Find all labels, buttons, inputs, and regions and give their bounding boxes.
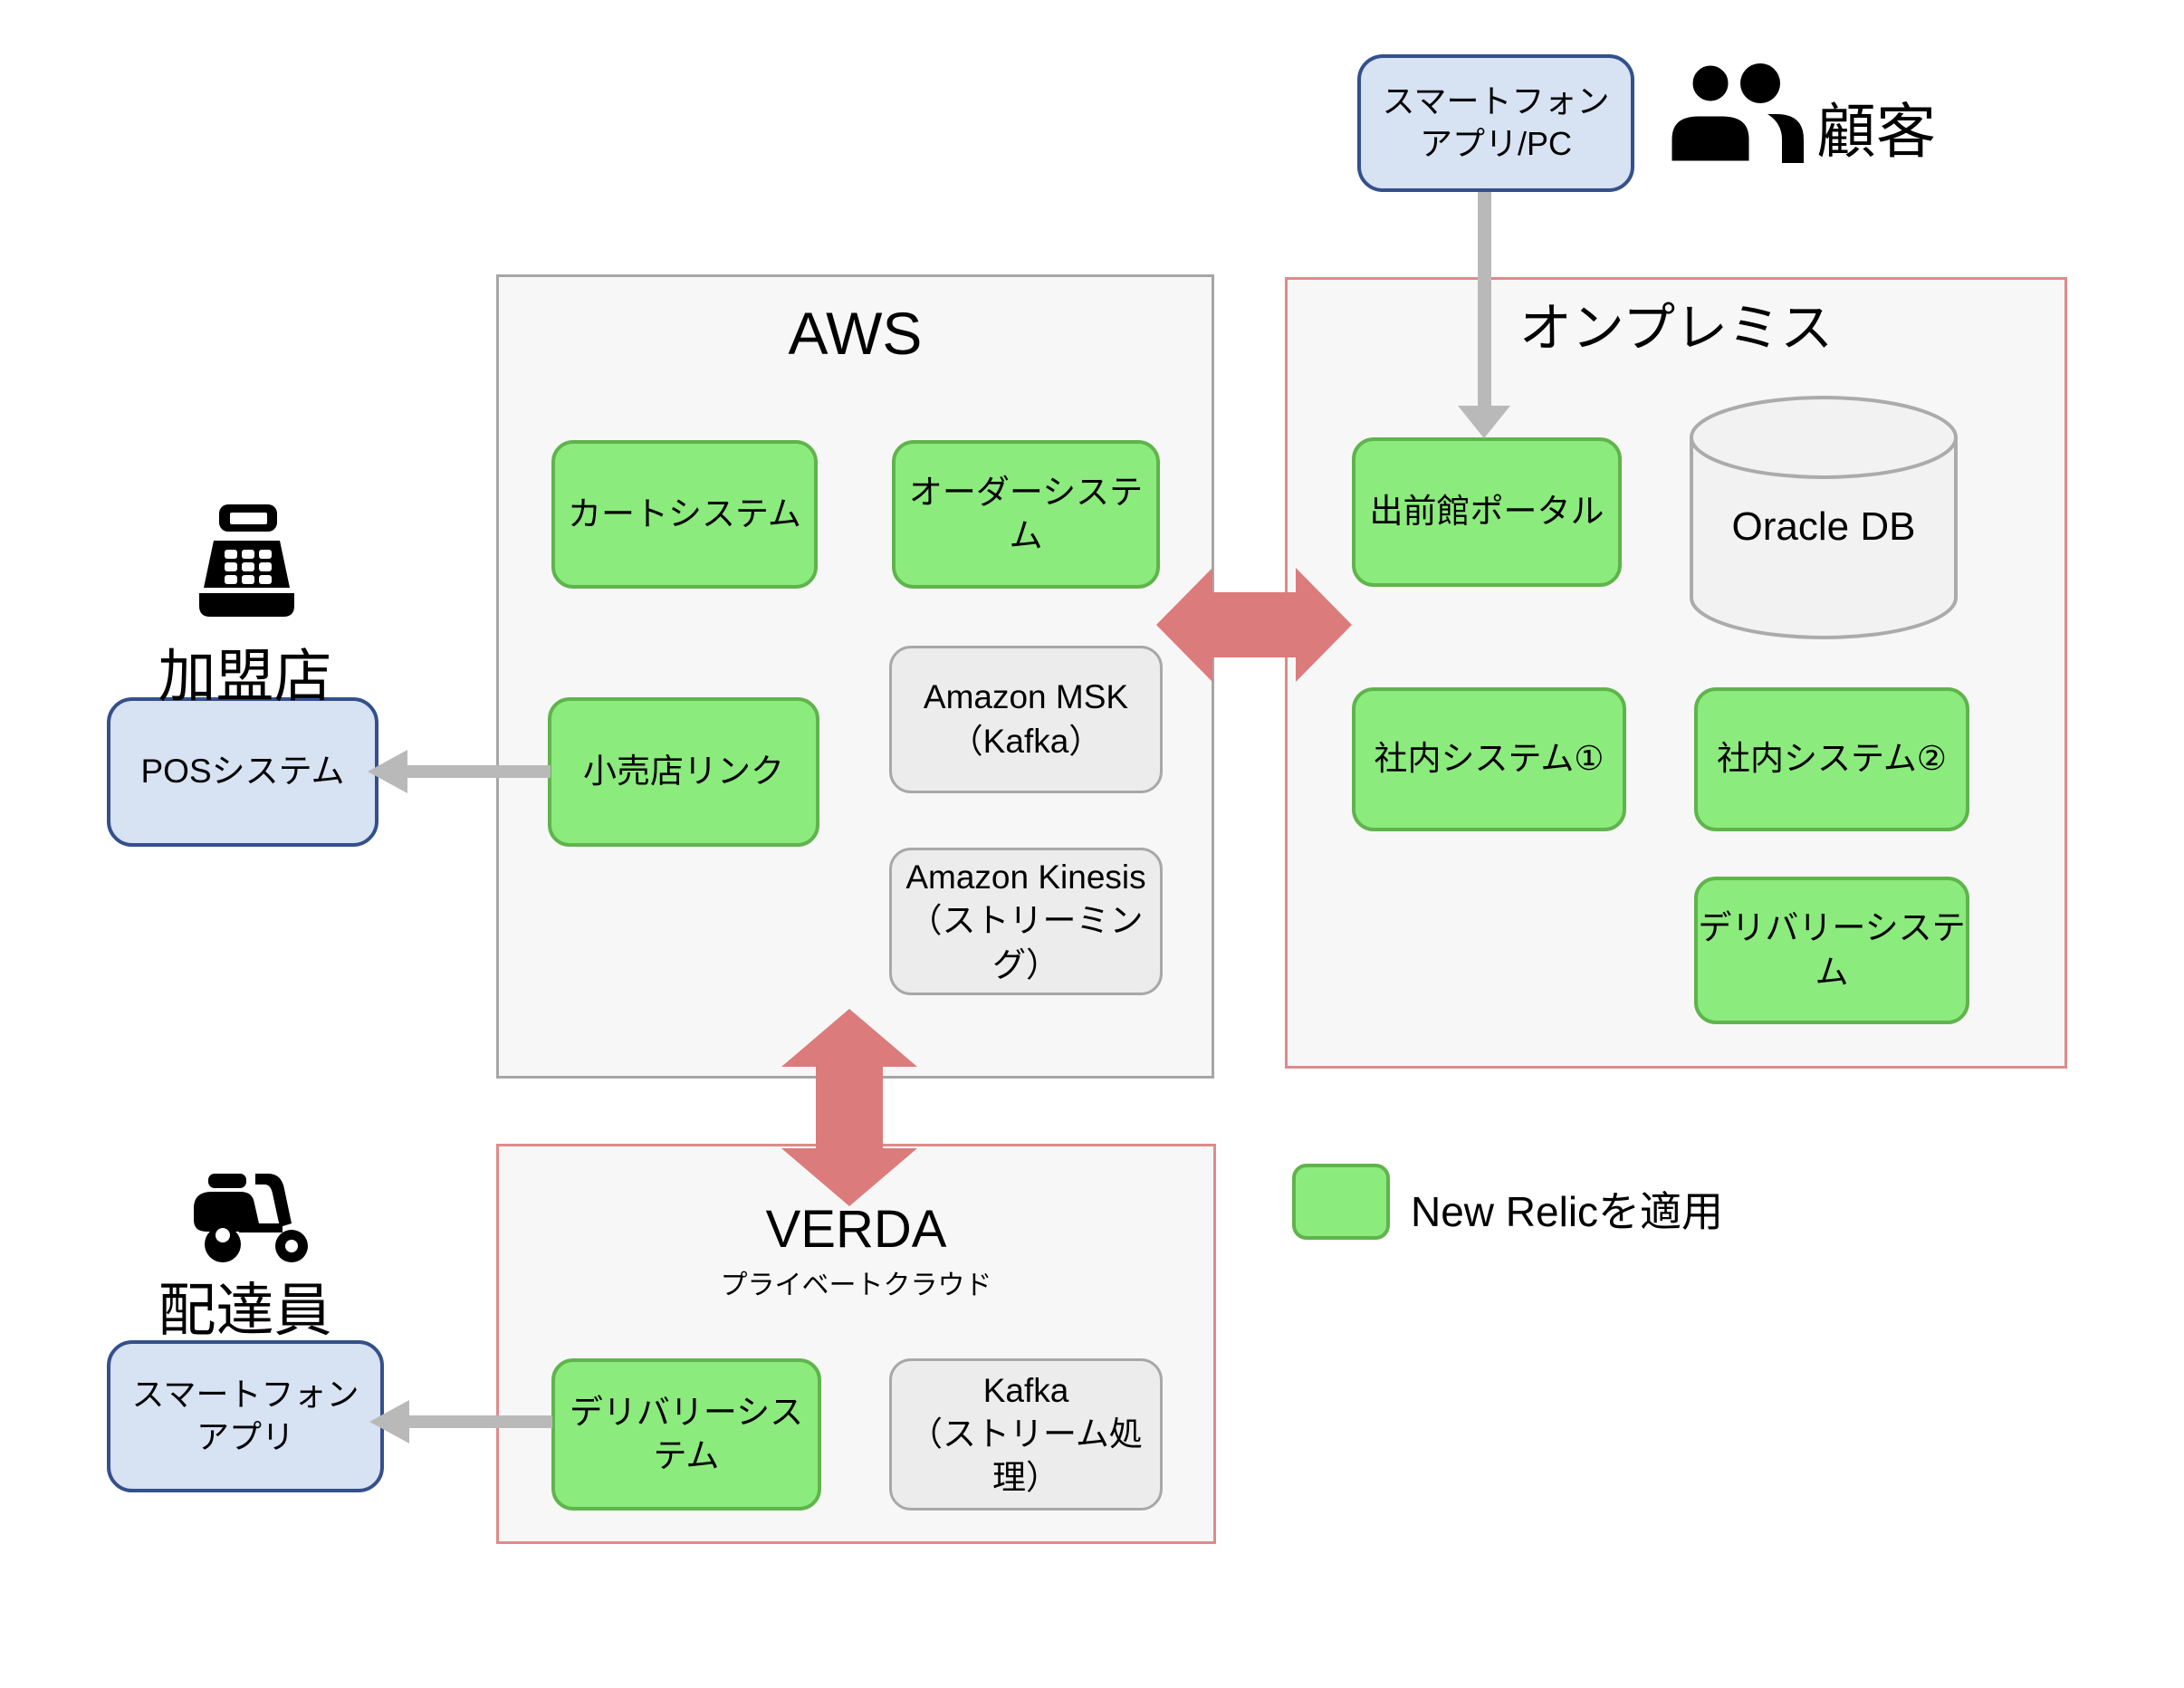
courier-label: 配達員 bbox=[158, 1278, 332, 1343]
node-amazon-msk: Amazon MSK （Kafka） bbox=[889, 646, 1163, 793]
legend-green-swatch bbox=[1292, 1164, 1390, 1240]
arrow-delivery-to-app-shaft bbox=[409, 1415, 552, 1428]
node-amazon-kinesis-label-line2: （ストリーミング） bbox=[908, 902, 1144, 983]
node-pos-system: POSシステム bbox=[107, 697, 378, 847]
node-delivery-system-onprem-label: デリバリーシステム bbox=[1698, 909, 1966, 991]
node-cart-system-label: カートシステム bbox=[568, 494, 801, 532]
legend-label: New Relicを適用 bbox=[1411, 1188, 1724, 1235]
customers-icon bbox=[1667, 61, 1804, 163]
verda-title: VERDA bbox=[765, 1200, 947, 1259]
node-amazon-kinesis-label-line1: Amazon Kinesis bbox=[905, 858, 1146, 897]
node-order-system: オーダーシステム bbox=[892, 440, 1160, 589]
node-amazon-msk-label-line2: （Kafka） bbox=[949, 722, 1103, 760]
delivery-scooter-icon bbox=[194, 1174, 308, 1262]
verda-subtitle: プライベートクラウド bbox=[720, 1270, 992, 1300]
node-customer-smartphone-pc: スマートフォン アプリ/PC bbox=[1357, 54, 1634, 192]
double-arrow-aws-onprem bbox=[1156, 568, 1352, 682]
customer-label: 顧客 bbox=[1816, 98, 1936, 165]
node-demaecan-portal: 出前館ポータル bbox=[1352, 437, 1622, 587]
node-internal-system-2-label: 社内システム② bbox=[1716, 740, 1948, 778]
oracle-db-label: Oracle DB bbox=[1731, 504, 1916, 549]
node-delivery-system-verda: デリバリーシステム bbox=[551, 1358, 821, 1511]
node-customer-smartphone-pc-line1: スマートフォン bbox=[1382, 82, 1610, 120]
node-pos-system-label: POSシステム bbox=[140, 753, 345, 791]
node-internal-system-1: 社内システム① bbox=[1352, 687, 1626, 831]
aws-title: AWS bbox=[788, 300, 923, 367]
node-demaecan-portal-label: 出前館ポータル bbox=[1369, 493, 1604, 531]
arrow-retail-link-to-pos-shaft bbox=[407, 765, 551, 778]
node-delivery-system-verda-label: デリバリーシステム bbox=[569, 1393, 804, 1474]
node-courier-smartphone-app-line2: アプリ bbox=[196, 1418, 294, 1455]
node-delivery-system-onprem: デリバリーシステム bbox=[1694, 877, 1969, 1024]
merchant-label: 加盟店 bbox=[158, 644, 332, 709]
arrow-customer-to-portal-head bbox=[1458, 406, 1510, 438]
node-amazon-msk-label-line1: Amazon MSK bbox=[923, 678, 1129, 716]
node-kafka-stream-label-line1: Kafka bbox=[982, 1371, 1069, 1409]
node-customer-smartphone-pc-line2: アプリ/PC bbox=[1419, 125, 1572, 162]
node-courier-smartphone-app: スマートフォン アプリ bbox=[107, 1340, 384, 1492]
node-kafka-stream: Kafka （ストリーム処理） bbox=[889, 1358, 1163, 1511]
node-retail-store-link: 小売店リンク bbox=[548, 697, 819, 847]
arrow-delivery-to-app-head bbox=[369, 1400, 409, 1443]
node-order-system-label: オーダーシステム bbox=[908, 473, 1144, 554]
node-courier-smartphone-app-line1: スマートフォン bbox=[131, 1376, 359, 1414]
arrow-customer-to-portal-shaft bbox=[1478, 192, 1491, 408]
node-cart-system: カートシステム bbox=[551, 440, 818, 589]
node-retail-store-link-label: 小売店リンク bbox=[583, 753, 784, 791]
double-arrow-aws-verda bbox=[781, 1009, 917, 1206]
pos-register-icon bbox=[199, 504, 294, 617]
arrow-retail-link-to-pos-head bbox=[368, 750, 407, 793]
node-internal-system-2: 社内システム② bbox=[1694, 687, 1969, 831]
oracle-db-cylinder bbox=[1690, 396, 1958, 639]
node-amazon-kinesis: Amazon Kinesis （ストリーミング） bbox=[889, 848, 1163, 995]
onpremise-title: オンプレミス bbox=[1518, 299, 1834, 358]
node-internal-system-1-label: 社内システム① bbox=[1374, 740, 1604, 778]
node-kafka-stream-label-line2: （ストリーム処理） bbox=[909, 1415, 1143, 1497]
